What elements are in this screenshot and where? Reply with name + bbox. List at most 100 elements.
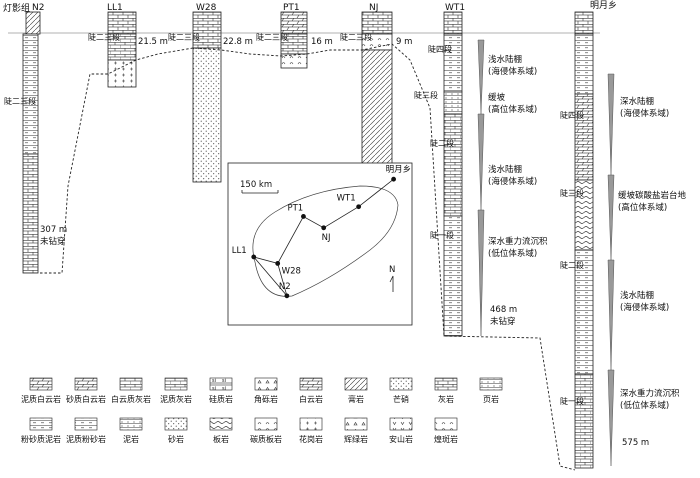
- well-label-MYX: 明月乡: [590, 0, 617, 11]
- facies-WT1-3a: 浅水陆棚: [488, 164, 522, 175]
- facies-MYX-3b: (海侵体系域): [620, 302, 669, 313]
- thickness-MYX: 575 m: [622, 438, 649, 448]
- interval-PT1: 陡二三段: [256, 32, 288, 42]
- map-point-4: [275, 261, 281, 266]
- well-WT1: WT1 陡四段 陡三段 陡二段 陡一段 浅水陆棚 (海侵体系域) 缓坡 (高位体…: [414, 3, 548, 337]
- legend-swatch-15: [164, 417, 188, 431]
- facies-MYX-1b: (海侵体系域): [620, 108, 669, 119]
- facies-MYX-3a: 浅水陆棚: [620, 290, 654, 301]
- legend-swatch-19: [344, 417, 368, 431]
- gap-W28-PT1: 22.8 m: [223, 37, 253, 47]
- legend-swatch-17: [254, 417, 278, 431]
- legend-label-6: 角砾岩: [254, 394, 278, 404]
- legend-label-18: 花岗岩: [299, 434, 323, 444]
- legend-label-7: 白云岩: [299, 394, 323, 404]
- legend-label-8: 膏岩: [348, 394, 364, 404]
- map-frame: [227, 162, 413, 326]
- well-label-W28: W28: [196, 3, 217, 13]
- interval-MYX-1: 陡一段: [560, 396, 584, 406]
- legend-label-4: 泥质灰岩: [160, 394, 192, 404]
- facies-MYX-2b: (高位体系域): [618, 202, 667, 213]
- facies-MYX-4a: 深水重力流沉积: [620, 388, 680, 399]
- well-label-N2: N2: [32, 3, 44, 13]
- legend-swatch-13: [74, 417, 98, 431]
- interval-WT1-2: 陡二段: [430, 138, 454, 148]
- thickness-N2: 307 m: [40, 225, 67, 235]
- map-scale-label: 150 km: [240, 180, 272, 190]
- legend-swatch-3: [119, 377, 143, 391]
- well-W28: W28 陡二三段: [168, 3, 222, 183]
- legend-swatch-14: [119, 417, 143, 431]
- facies-WT1-2b: (高位体系域): [488, 104, 537, 115]
- legend-label-19: 辉绿岩: [344, 434, 368, 444]
- legend-label-16: 板岩: [213, 434, 229, 444]
- legend-swatch-7: [299, 377, 323, 391]
- well-label-PT1: PT1: [283, 3, 300, 13]
- gap-PT1-NJ: 16 m: [311, 37, 333, 47]
- legend-swatch-20: [389, 417, 413, 431]
- facies-MYX-2a: 缓坡碳酸盐岩台地: [618, 190, 687, 201]
- map-point-label-4: W28: [282, 266, 301, 276]
- well-N2: N2 陡二三段 307 m 未钻穿: [4, 3, 67, 274]
- legend-swatch-16: [209, 417, 233, 431]
- interval-WT1-3: 陡三段: [414, 90, 438, 100]
- legend-swatch-11: [479, 377, 503, 391]
- interval-NJ: 陡二三段: [340, 32, 372, 42]
- legend-swatch-12: [29, 417, 53, 431]
- well-label-WT1: WT1: [445, 3, 465, 13]
- legend-swatch-2: [74, 377, 98, 391]
- legend-swatch-18: [299, 417, 323, 431]
- interval-LL1: 陡二三段: [88, 32, 120, 42]
- map-point-6: [284, 293, 290, 299]
- map-point-3: [301, 214, 306, 219]
- map-point-label-1: WT1: [337, 194, 356, 204]
- correlation-line: [40, 43, 576, 471]
- legend-label-11: 页岩: [483, 394, 499, 404]
- interval-N2: 陡二三段: [4, 96, 36, 106]
- legend-label-9: 芒硝: [393, 394, 409, 404]
- legend-label-10: 灰岩: [438, 394, 454, 404]
- map-point-1: [356, 204, 362, 210]
- legend-label-1: 泥质白云岩: [21, 394, 61, 404]
- legend-label-5: 硅质岩: [209, 394, 233, 404]
- legend-label-15: 砂岩: [168, 434, 184, 444]
- legend-swatch-9: [389, 377, 413, 391]
- legend-label-20: 安山岩: [389, 434, 413, 444]
- map-point-label-0: 明月乡: [386, 165, 412, 175]
- facies-WT1-4a: 深水重力流沉积: [488, 236, 548, 247]
- map-point-0: [391, 176, 396, 182]
- interval-W28: 陡二三段: [168, 32, 200, 42]
- north-arrow-icon: [389, 275, 394, 292]
- well-label-NJ: NJ: [369, 3, 378, 13]
- gap-LL1-W28: 21.5 m: [138, 37, 168, 47]
- legend-swatch-5: [209, 377, 233, 391]
- facies-MYX-1a: 深水陆棚: [620, 96, 654, 107]
- legend-label-3: 白云质灰岩: [111, 394, 151, 404]
- well-PT1: PT1 陡二三段: [256, 3, 308, 69]
- facies-WT1-4b: (低位体系域): [488, 248, 537, 259]
- well-MYX: 明月乡 陡四段 陡三段 陡二段 陡一段 深水陆棚 (海侵体系域) 缓坡碳酸盐岩台…: [560, 0, 687, 469]
- map-point-label-5: LL1: [232, 246, 247, 256]
- legend-swatch-1: [29, 377, 53, 391]
- legend-label-17: 碳质板岩: [250, 434, 282, 444]
- legend-swatch-6: [254, 377, 278, 391]
- legend: 泥质白云岩 砂质白云岩 白云质灰岩 泥质灰岩 硅质岩 角砾岩 白云岩 膏岩 芒硝…: [21, 377, 503, 444]
- facies-WT1-1a: 浅水陆棚: [488, 54, 522, 65]
- facies-WT1-2a: 缓坡: [488, 92, 506, 103]
- legend-label-14: 泥岩: [123, 434, 139, 444]
- interval-WT1-1: 陡一段: [430, 230, 454, 240]
- note-WT1: 未钻穿: [490, 316, 516, 327]
- well-LL1: LL1 陡二三段: [88, 3, 137, 88]
- legend-label-2: 砂质白云岩: [66, 394, 106, 404]
- legend-label-12: 粉砂质泥岩: [21, 434, 61, 444]
- interval-MYX-4: 陡四段: [560, 110, 584, 120]
- map-point-label-3: PT1: [287, 203, 303, 213]
- interval-MYX-2: 陡二段: [560, 260, 584, 270]
- map-point-label-2: NJ: [322, 233, 331, 243]
- legend-label-13: 泥质粉砂岩: [66, 434, 106, 444]
- facies-WT1-1b: (海侵体系域): [488, 66, 537, 77]
- legend-swatch-21: [434, 417, 458, 431]
